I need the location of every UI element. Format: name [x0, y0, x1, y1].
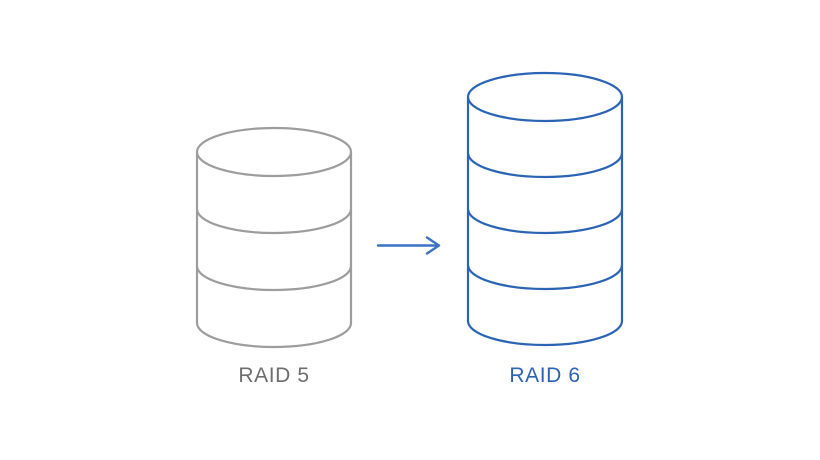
- migration-arrow: [374, 233, 446, 259]
- raid5-label: RAID 5: [238, 364, 310, 387]
- arrow-strokes: [376, 236, 441, 255]
- raid6-figure: [465, 69, 625, 349]
- raid5-figure: [194, 124, 354, 350]
- raid6-cylinder-strokes: [466, 71, 624, 347]
- database-cylinder-icon: [466, 71, 624, 347]
- database-cylinder-icon: [195, 126, 353, 349]
- raid6-label: RAID 6: [509, 364, 581, 387]
- raid5-cylinder-strokes: [195, 126, 353, 349]
- right-arrow-icon: [376, 236, 441, 255]
